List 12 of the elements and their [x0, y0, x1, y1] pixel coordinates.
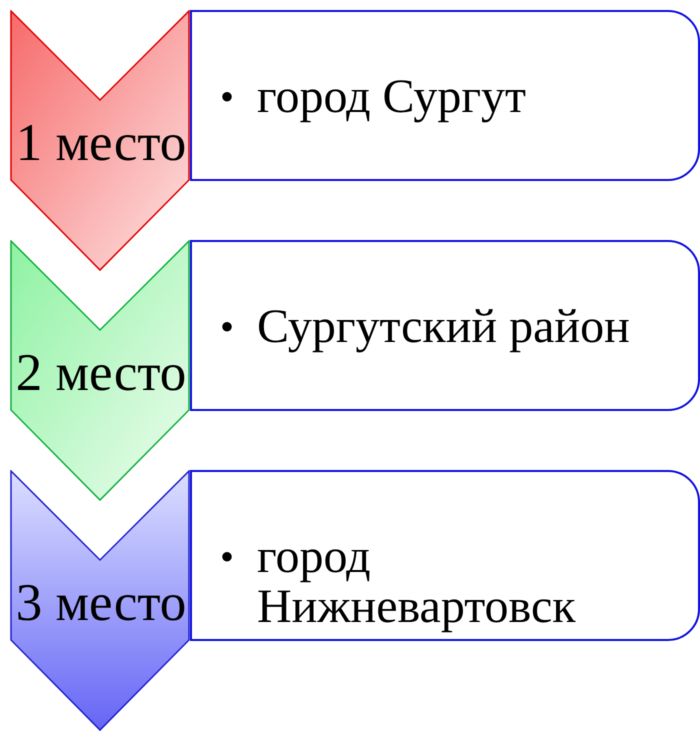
list-item-text: Сургутский район [257, 302, 631, 352]
rank-label: 1 место [14, 117, 188, 170]
bullet: • [220, 303, 234, 351]
list-item-text: город Сургут [257, 72, 528, 122]
bullet: • [220, 533, 234, 581]
list-box [190, 470, 700, 641]
list-item-text: город Нижневартовск [257, 532, 577, 633]
list-box [190, 240, 700, 411]
rank-label: 3 место [14, 577, 188, 630]
list-box [190, 10, 700, 181]
rank-label: 2 место [14, 347, 188, 400]
bullet: • [220, 73, 234, 121]
